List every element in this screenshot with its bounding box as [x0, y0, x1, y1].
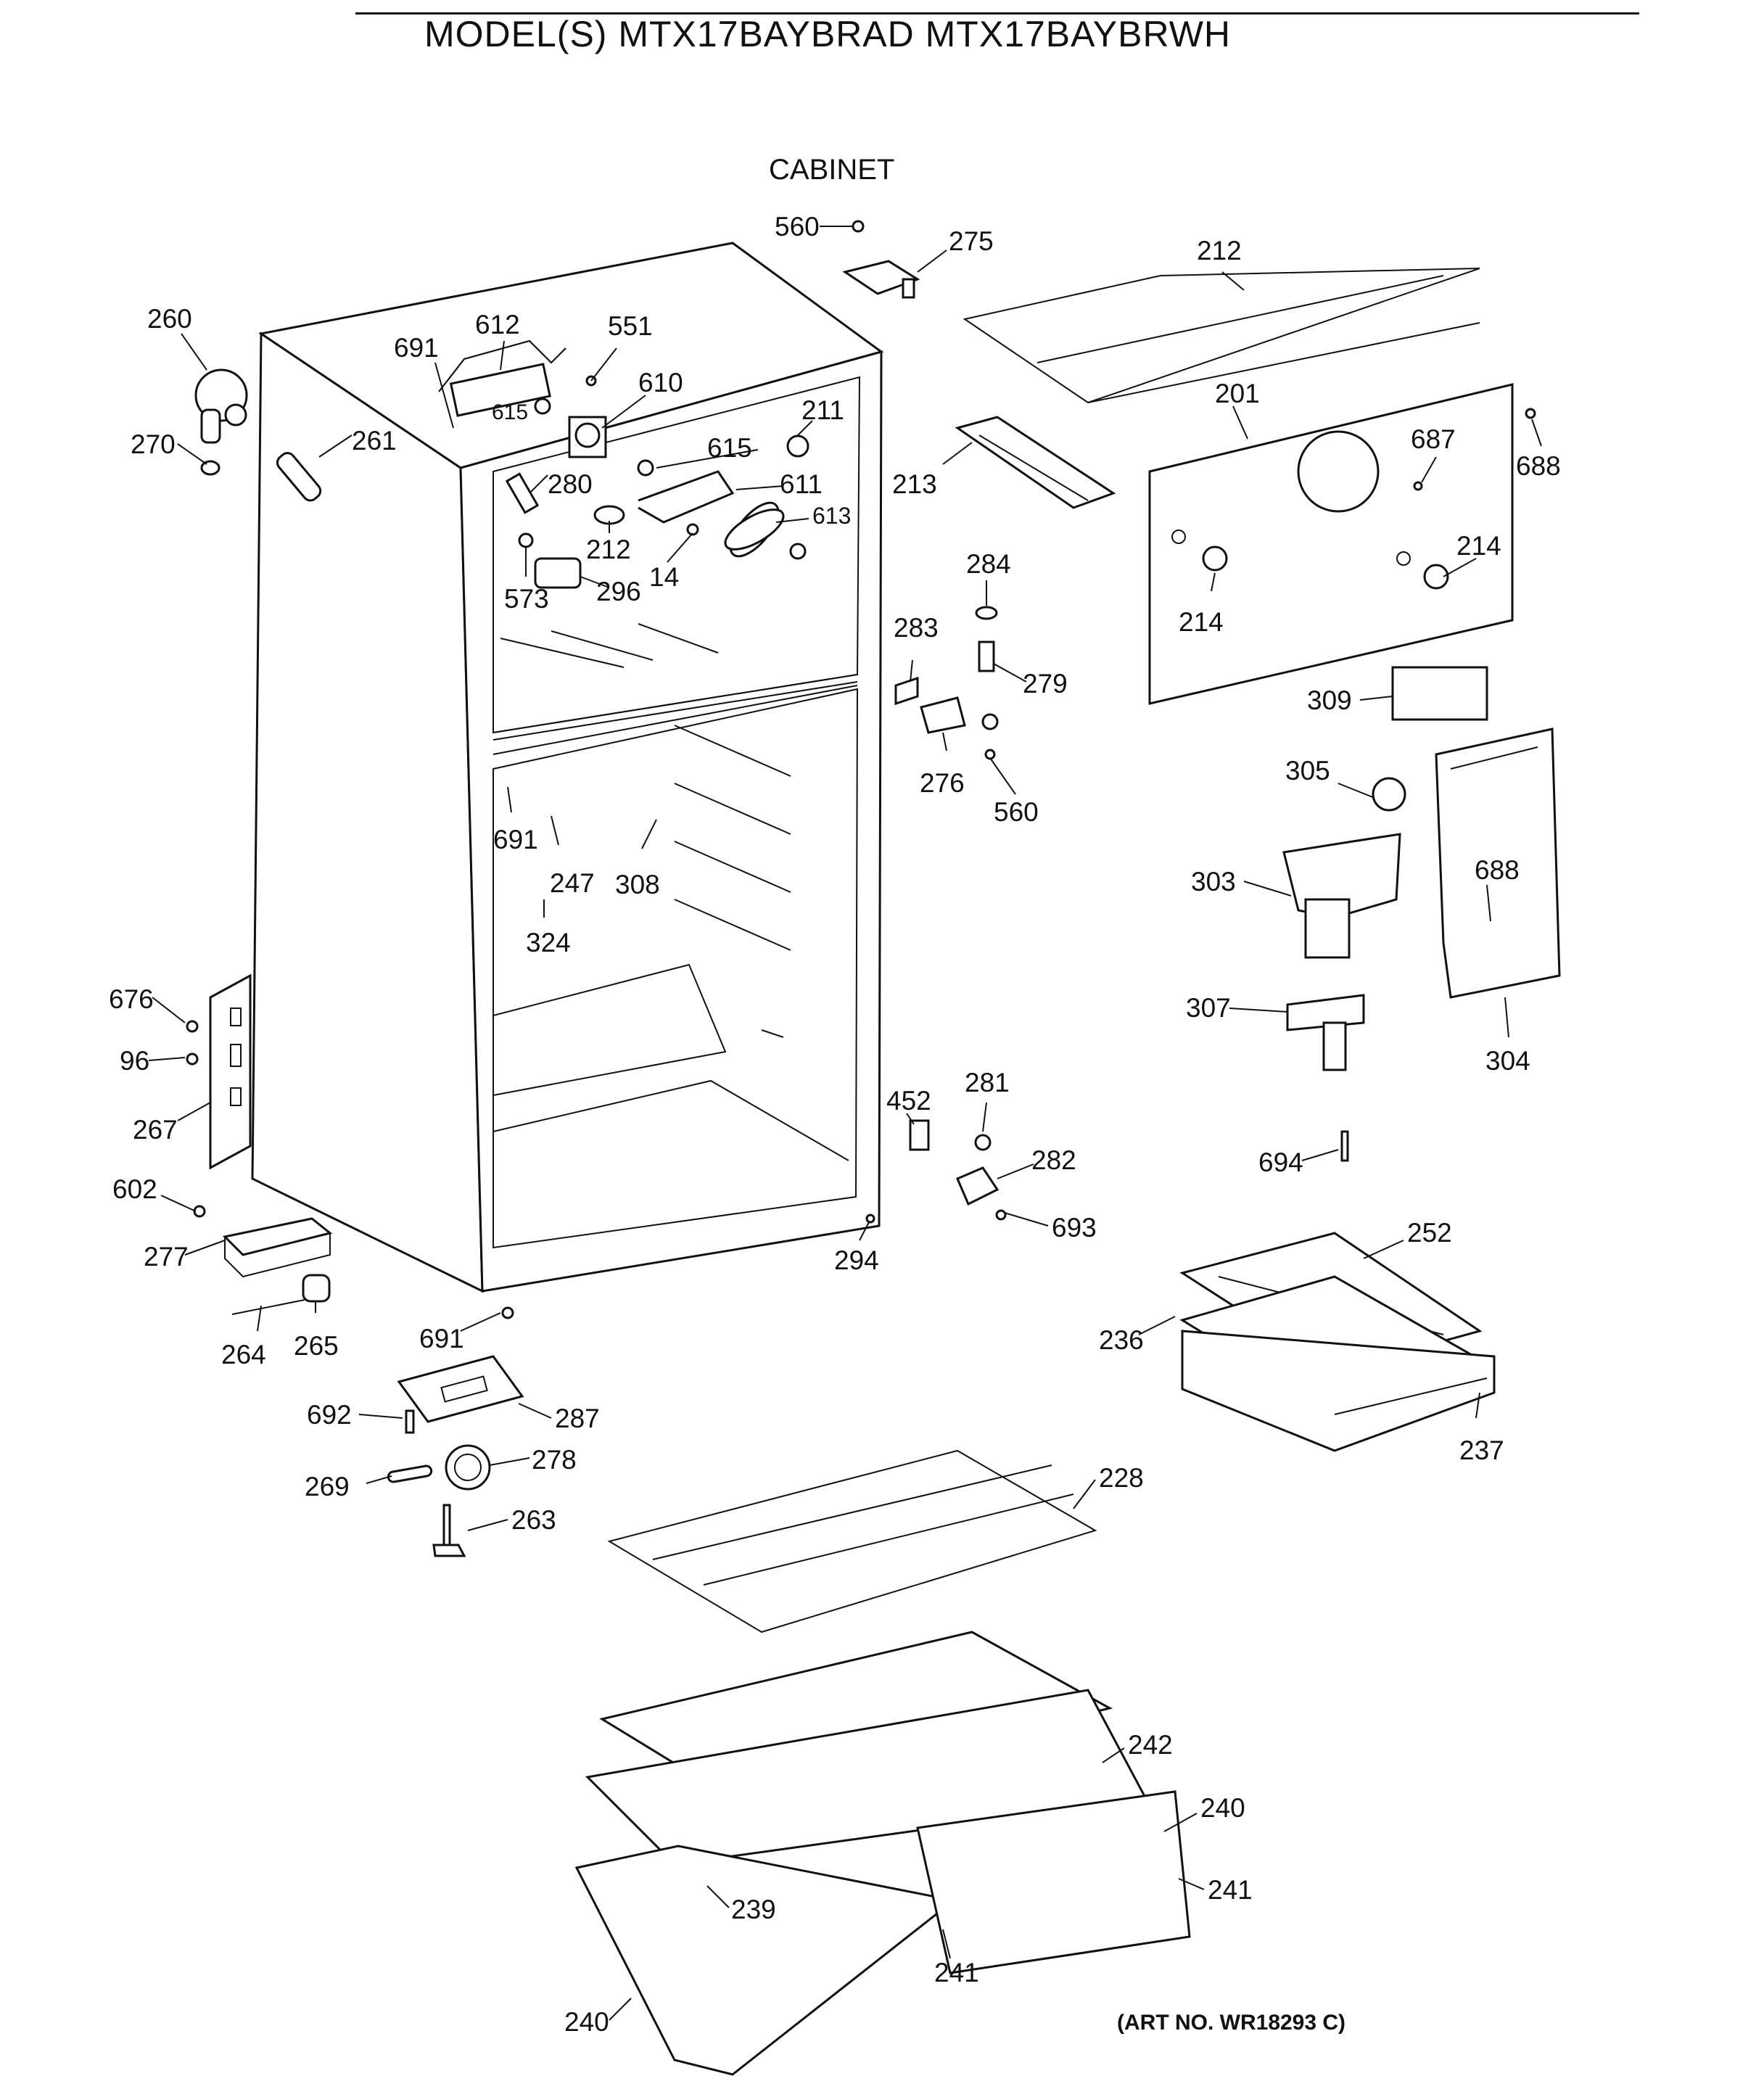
crisper-assembly	[574, 1631, 1191, 2076]
callout-label: 610	[638, 368, 683, 397]
callout-label: 676	[109, 984, 154, 1014]
callout-label: 688	[1516, 451, 1561, 481]
callout-label: 241	[934, 1958, 979, 1987]
callout-label: 287	[555, 1404, 600, 1433]
callout-label: 615	[492, 400, 528, 424]
callout-label: 14	[649, 562, 679, 592]
air-duct-assembly	[1282, 728, 1561, 1071]
callout-label: 551	[608, 311, 653, 341]
top-hinge	[842, 220, 920, 299]
callout-label: 242	[1128, 1730, 1173, 1760]
callout-label: 309	[1307, 685, 1352, 715]
callout-label: 308	[615, 870, 660, 899]
callout-label: 692	[307, 1400, 352, 1430]
callout-label: 269	[305, 1472, 350, 1501]
callout-label: 691	[493, 825, 538, 854]
callout-label: 282	[1031, 1145, 1076, 1175]
callout-label: 211	[801, 395, 844, 425]
callout-label: 560	[994, 797, 1039, 827]
callout-label: 277	[144, 1242, 189, 1272]
callout-labels: 560 275 212 260 612 551 691 610 615 261 …	[109, 212, 1561, 2037]
section-title: CABINET	[769, 154, 895, 186]
callout-label: 573	[504, 584, 549, 614]
callout-label: 307	[1186, 993, 1231, 1023]
callout-label: 214	[1179, 607, 1224, 637]
callout-label: 303	[1191, 867, 1236, 897]
callout-label: 241	[1208, 1875, 1253, 1905]
callout-label: 281	[965, 1068, 1010, 1097]
callout-label: 261	[352, 426, 397, 456]
callout-label: 236	[1099, 1325, 1144, 1355]
freezer-back-panel	[1148, 383, 1514, 705]
callout-label: 264	[221, 1340, 266, 1369]
callout-label: 240	[564, 2007, 609, 2037]
callout-label: 324	[526, 928, 571, 957]
callout-label: 237	[1459, 1435, 1504, 1465]
callout-label: 247	[550, 868, 595, 898]
small-cabinet-parts	[894, 408, 1536, 760]
callout-label: 212	[586, 535, 631, 564]
header-rule	[355, 12, 1639, 15]
callout-label: 267	[133, 1115, 178, 1145]
callout-label: 602	[112, 1174, 157, 1204]
callout-label: 228	[1099, 1463, 1144, 1493]
callout-label: 279	[1023, 669, 1068, 699]
fresh-food-shelf	[607, 1449, 1097, 1633]
callout-label: 214	[1456, 531, 1501, 561]
callout-label: 283	[894, 613, 939, 643]
callout-label: 615	[707, 433, 752, 463]
callout-label: 560	[775, 212, 820, 242]
callout-label: 96	[120, 1046, 149, 1076]
meat-pan-assembly	[1179, 1232, 1496, 1452]
model-title: MODEL(S) MTX17BAYBRAD MTX17BAYBRWH	[424, 14, 1232, 54]
callout-label: 296	[596, 577, 641, 606]
callout-label: 239	[731, 1895, 776, 1924]
callout-label: 270	[131, 429, 176, 459]
roller-leveler-parts	[387, 1355, 524, 1557]
callout-label: 294	[834, 1245, 879, 1275]
callout-label: 613	[812, 503, 851, 529]
callout-label: 304	[1485, 1046, 1530, 1076]
left-hardware	[186, 368, 514, 1319]
callout-label: 278	[532, 1445, 577, 1475]
freezer-control-parts	[438, 339, 809, 589]
callout-label: 612	[475, 310, 520, 339]
callout-label: 265	[294, 1331, 339, 1361]
callout-label: 252	[1407, 1218, 1452, 1248]
callout-label: 260	[147, 304, 192, 334]
callout-label: 687	[1411, 424, 1456, 454]
freezer-shelf	[963, 268, 1480, 404]
callout-label: 276	[920, 768, 965, 798]
ice-tray	[955, 416, 1116, 509]
callout-label: 284	[966, 549, 1011, 579]
callout-label: 611	[780, 469, 823, 499]
callout-label: 240	[1200, 1793, 1245, 1823]
callout-label: 688	[1475, 855, 1520, 885]
callout-label: 694	[1258, 1147, 1303, 1177]
callout-label: 201	[1215, 379, 1260, 408]
cabinet-body	[251, 242, 884, 1293]
art-number: (ART NO. WR18293 C)	[1117, 2011, 1346, 2035]
callout-label: 275	[949, 226, 994, 256]
callout-label: 691	[394, 333, 439, 363]
callout-label: 452	[886, 1086, 931, 1116]
callout-label: 212	[1197, 236, 1242, 265]
leader-lines	[148, 226, 1542, 2021]
callout-label: 305	[1285, 756, 1330, 786]
callout-label: 263	[511, 1505, 556, 1535]
callout-label: 213	[892, 469, 937, 499]
callout-label: 691	[419, 1324, 464, 1353]
lower-hinge	[865, 1119, 1349, 1224]
callout-label: 693	[1052, 1213, 1097, 1243]
callout-label: 280	[548, 469, 593, 499]
